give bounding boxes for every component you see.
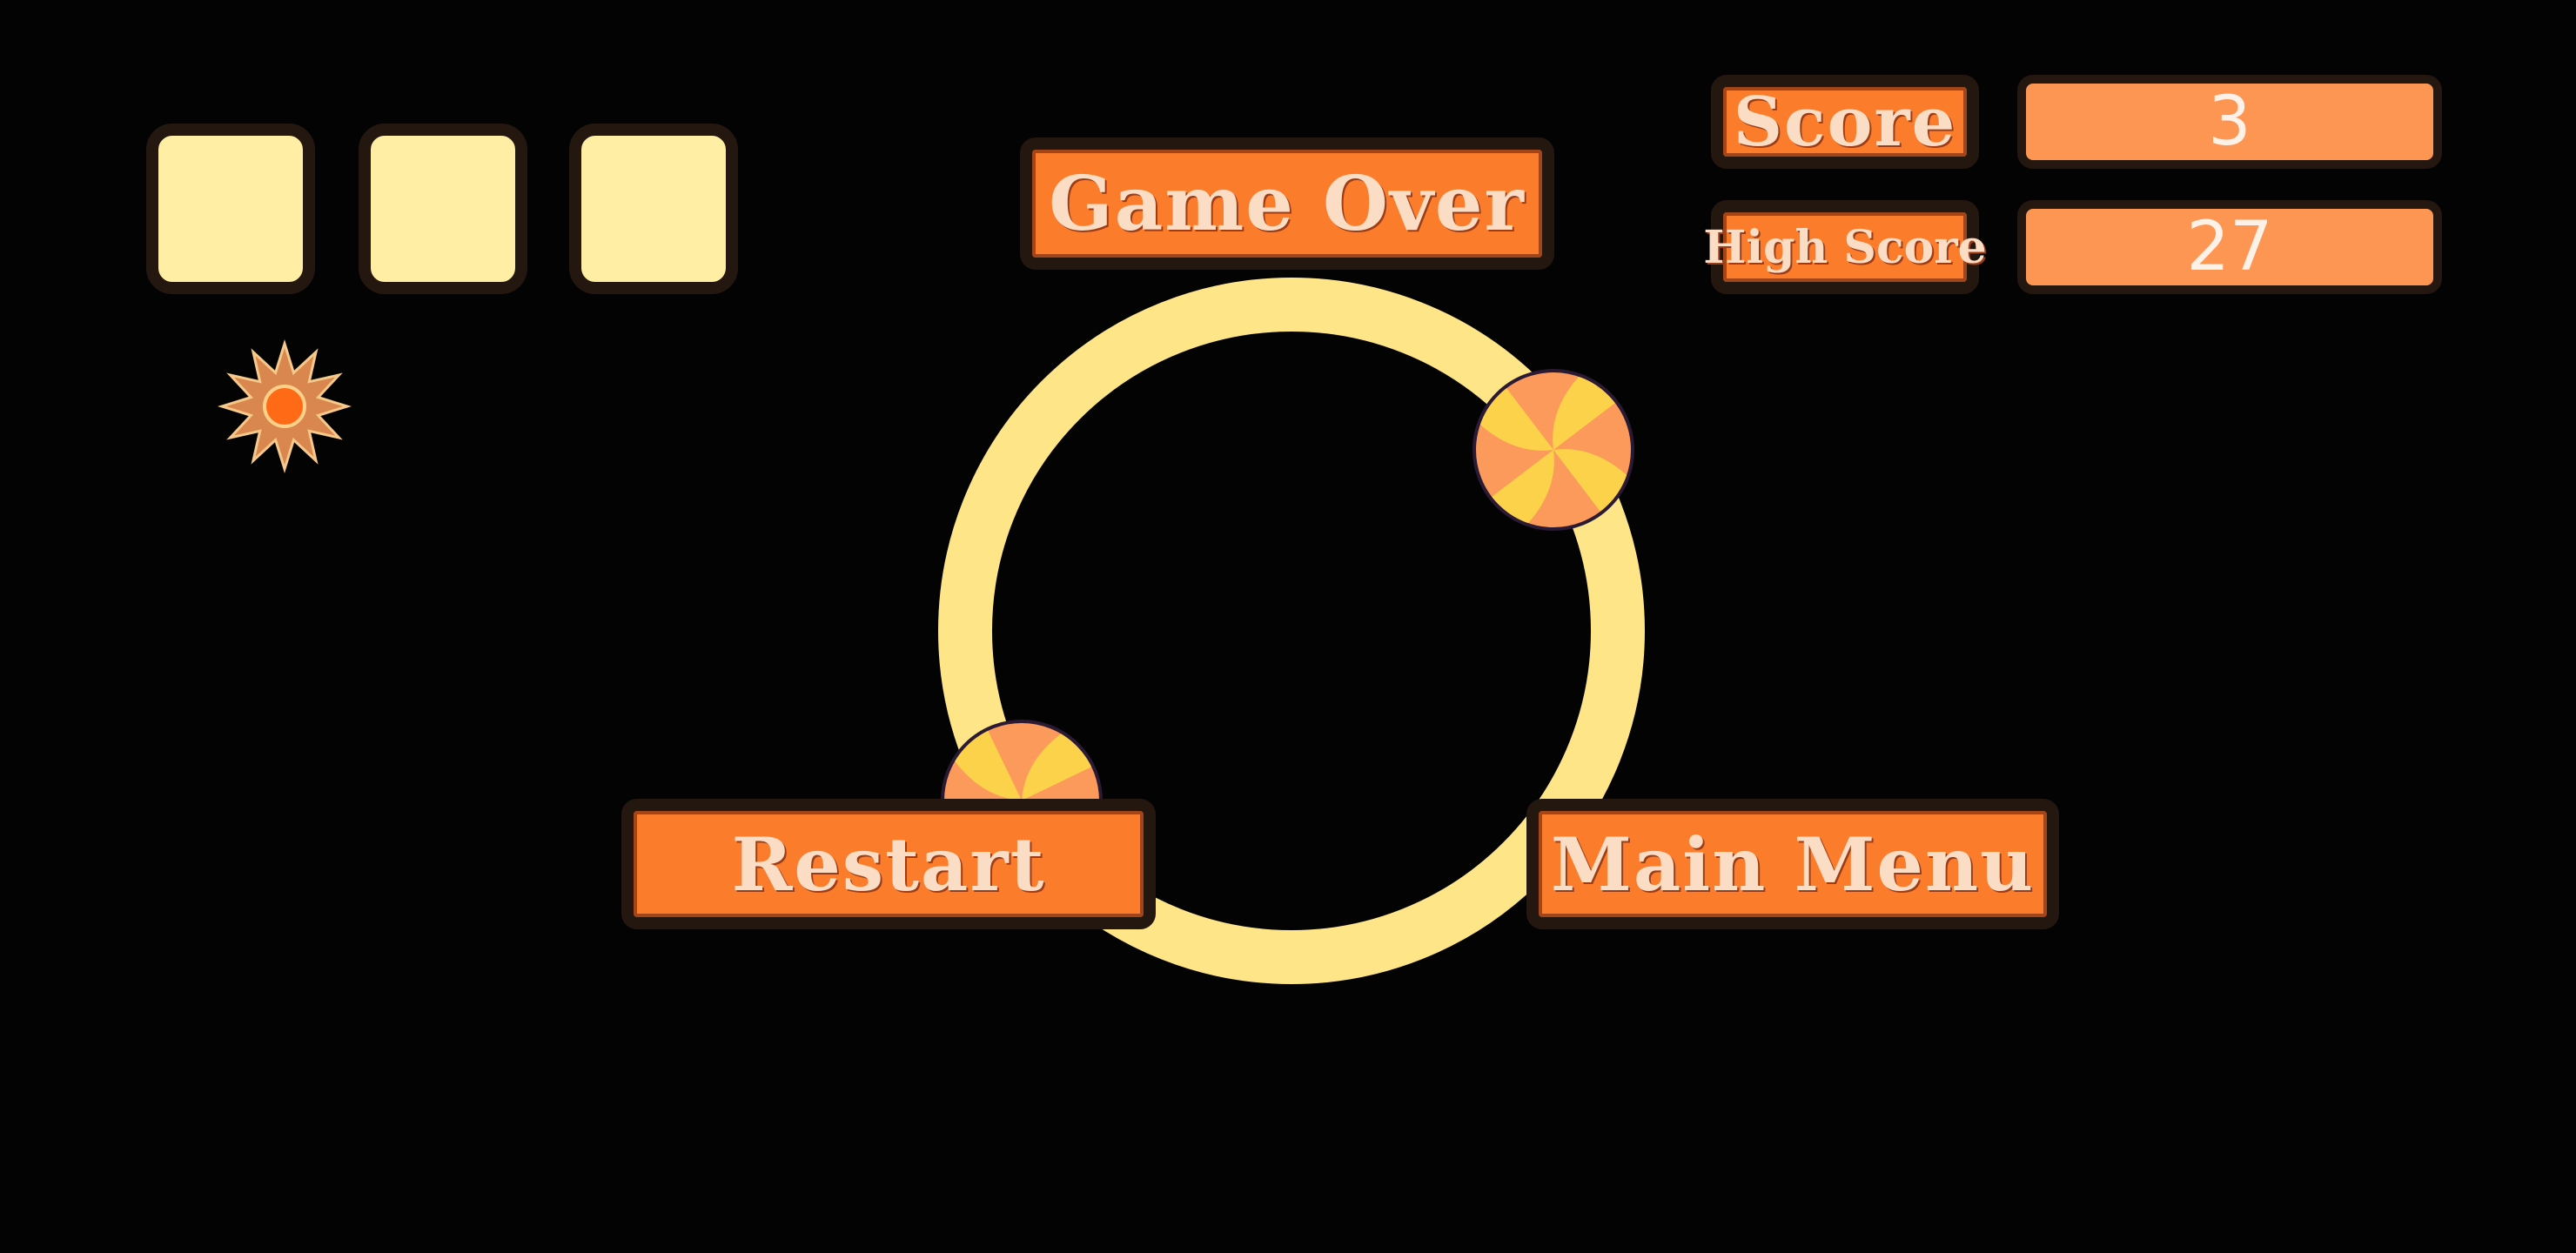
score-label-text: Score <box>1733 82 1957 162</box>
game-over-title: Game Over <box>1020 137 1554 270</box>
game-over-title-text: Game Over <box>1049 159 1526 248</box>
high-score-value-text: 27 <box>2186 208 2273 286</box>
score-value: 3 <box>2017 75 2442 169</box>
restart-button-label: Restart <box>731 821 1046 908</box>
item-slot-3 <box>569 124 738 294</box>
high-score-label-text: High Score <box>1703 220 1987 274</box>
restart-button[interactable]: Restart <box>621 799 1156 929</box>
score-value-text: 3 <box>2208 83 2251 161</box>
high-score-value: 27 <box>2017 200 2442 294</box>
high-score-label: High Score <box>1703 200 1987 294</box>
item-slot-2 <box>359 124 527 294</box>
sun-gear-icon[interactable] <box>217 338 352 474</box>
score-label: Score <box>1711 75 1979 169</box>
main-menu-button[interactable]: Main Menu <box>1526 799 2059 929</box>
main-menu-button-label: Main Menu <box>1550 821 2036 908</box>
item-slot-1 <box>146 124 315 294</box>
